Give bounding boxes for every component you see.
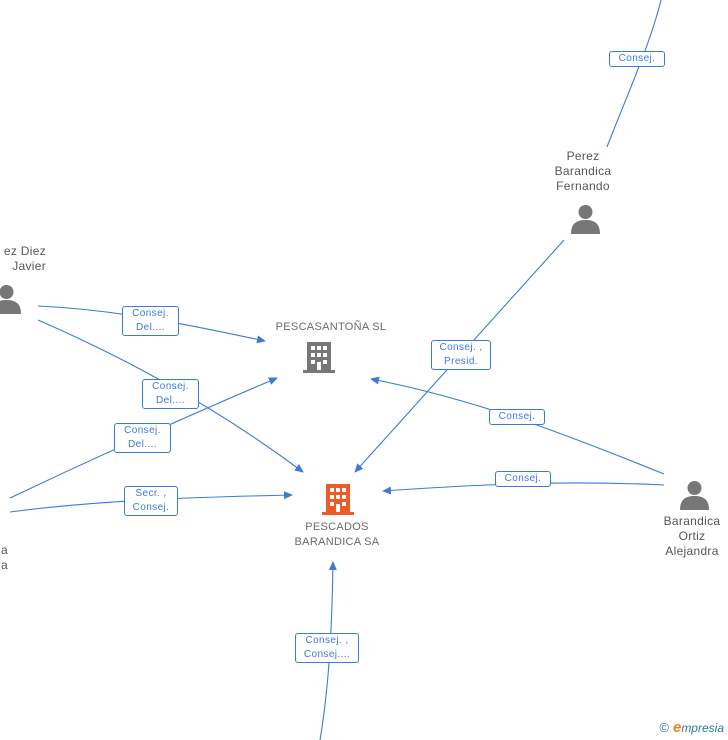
edge-label-bottom[interactable]: Consej. , Consej.... xyxy=(295,633,359,663)
edge-label-diez-sl[interactable]: Consej. Del.... xyxy=(122,306,179,336)
edge-label-line: Consej. , xyxy=(439,342,483,353)
edge-label-left-sl[interactable]: Consej. Del.... xyxy=(114,423,171,453)
edge-alejandra-pescasantona xyxy=(370,376,665,475)
person-icon[interactable] xyxy=(571,204,600,234)
person-icon[interactable] xyxy=(0,284,21,314)
person-label-perez[interactable]: Perez Barandica Fernando xyxy=(533,149,633,194)
edge-label-alej-sl[interactable]: Consej. xyxy=(489,409,545,425)
edge-label-line: Consej. xyxy=(618,53,656,64)
edge-label-line: Consej. xyxy=(132,502,170,513)
company-label-pescados[interactable]: PESCADOS BARANDICA SA xyxy=(262,520,412,550)
edge-label-line: Consej. xyxy=(124,425,161,436)
edge-label-secr[interactable]: Secr. , Consej. xyxy=(124,486,178,516)
person-label-left-bottom[interactable]: a a xyxy=(0,543,8,573)
person-label-line: a xyxy=(1,558,8,572)
edge-label-alej-sa[interactable]: Consej. xyxy=(495,471,551,487)
edge-label-line: Consej. xyxy=(498,411,536,422)
person-label-line: a xyxy=(1,543,8,557)
edge-top xyxy=(606,0,662,148)
edge-label-line: Secr. , xyxy=(135,488,167,499)
person-label-line: Perez xyxy=(566,149,600,163)
edge-label-line: Del.... xyxy=(128,439,157,450)
edge-label-top[interactable]: Consej. xyxy=(609,51,665,67)
person-label-line: Javier xyxy=(12,259,46,273)
person-label-line: Fernando xyxy=(556,179,610,193)
person-icon[interactable] xyxy=(680,480,709,510)
person-label-line: Barandica xyxy=(554,164,612,178)
edge-label-line: Consej. xyxy=(152,381,189,392)
edge-label-line: Consej. xyxy=(132,308,169,319)
company-label-line: PESCADOS xyxy=(305,521,369,533)
person-label-line: Ortiz xyxy=(678,529,706,543)
person-label-line: Alejandra xyxy=(665,544,719,558)
edge-label-line: Presid. xyxy=(444,356,478,367)
edge-label-line: Consej. xyxy=(504,473,542,484)
edge-label-line: Del.... xyxy=(136,322,165,333)
brand-logo-text: mpresia xyxy=(681,721,724,735)
person-label-line: Barandica xyxy=(663,514,721,528)
edge-label-line: Consej. , xyxy=(305,635,349,646)
edge-label-line: Del.... xyxy=(156,395,185,406)
company-label-pescasantona[interactable]: PESCASANTOÑA SL xyxy=(275,321,387,333)
edge-label-line: Consej.... xyxy=(303,649,351,660)
building-icon-highlight[interactable] xyxy=(322,482,354,516)
company-label-line: BARANDICA SA xyxy=(294,536,380,548)
person-label-line: ez Diez xyxy=(3,244,46,258)
person-label-alejandra[interactable]: Barandica Ortiz Alejandra xyxy=(654,514,728,559)
building-icon[interactable] xyxy=(303,340,335,374)
edge-label-presid[interactable]: Consej. , Presid. xyxy=(431,340,491,370)
person-label-diez[interactable]: ez Diez Javier xyxy=(0,244,46,274)
copyright-symbol: © xyxy=(659,720,669,735)
brand-logo-initial: e xyxy=(672,719,682,736)
edge-label-diez-sa[interactable]: Consej. Del.... xyxy=(142,379,199,409)
brand-watermark: ©empresia xyxy=(659,719,724,736)
